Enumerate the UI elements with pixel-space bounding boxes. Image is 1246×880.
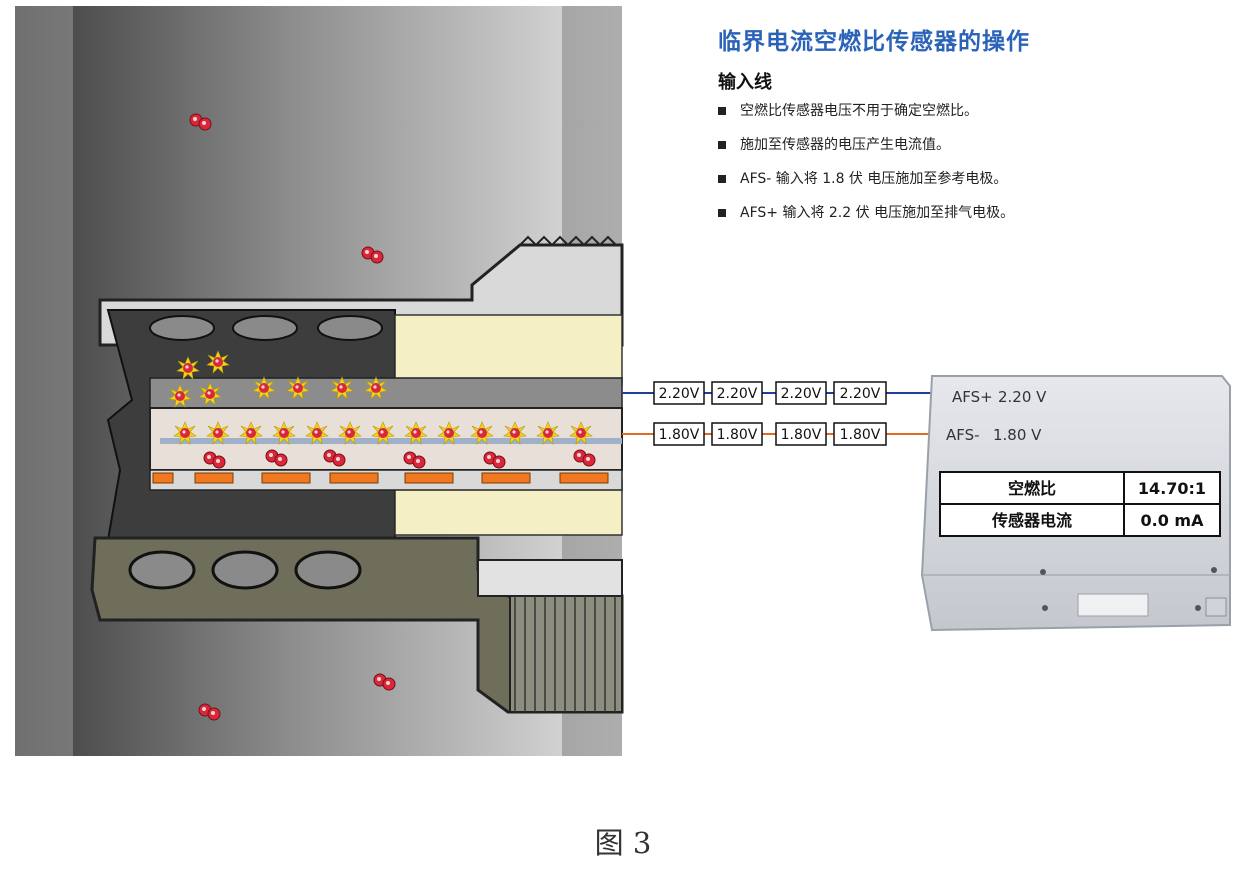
table-label-air-fuel-ratio: 空燃比 bbox=[1008, 479, 1056, 498]
bullet-square-icon bbox=[718, 107, 726, 115]
bullet-square-icon bbox=[718, 175, 726, 183]
voltage-box-label: 1.80V bbox=[717, 427, 758, 443]
table-value-air-fuel-ratio: 14.70:1 bbox=[1138, 479, 1206, 498]
vent-hole bbox=[211, 550, 279, 590]
table-label-sensor-current: 传感器电流 bbox=[991, 511, 1072, 530]
heater-elements bbox=[152, 472, 609, 484]
bullet-square-icon bbox=[718, 141, 726, 149]
bullet-list: 空燃比传感器电压不用于确定空燃比。 施加至传感器的电压产生电流值。 AFS- 输… bbox=[718, 100, 1014, 236]
voltage-box-label: 1.80V bbox=[840, 427, 881, 443]
figure-caption: 图 3 bbox=[594, 826, 652, 860]
diffusion-layer bbox=[149, 377, 623, 409]
thread-lower bbox=[509, 595, 623, 713]
vent-hole bbox=[149, 315, 215, 341]
insulator-upper bbox=[394, 314, 623, 386]
bullet-item: 施加至传感器的电压产生电流值。 bbox=[718, 134, 1014, 168]
ecu-data-table bbox=[939, 471, 1221, 537]
bullet-square-icon bbox=[718, 209, 726, 217]
bullet-text: 施加至传感器的电压产生电流值。 bbox=[740, 137, 950, 153]
table-value-sensor-current: 0.0 mA bbox=[1141, 511, 1205, 530]
voltage-box-label: 2.20V bbox=[659, 386, 700, 402]
pipe-wall-left bbox=[15, 6, 73, 756]
thread-upper bbox=[519, 235, 617, 247]
voltage-box-label: 1.80V bbox=[659, 427, 700, 443]
voltage-box-label: 2.20V bbox=[840, 386, 881, 402]
bullet-text: 空燃比传感器电压不用于确定空燃比。 bbox=[740, 103, 978, 119]
bullet-item: AFS+ 输入将 2.2 伏 电压施加至排气电极。 bbox=[718, 202, 1014, 236]
afs-plus-voltage-boxes: 2.20V 2.20V 2.20V 2.20V bbox=[653, 381, 887, 405]
afs-plus-label: AFS+ bbox=[952, 388, 993, 406]
bullet-text: AFS+ 输入将 2.2 伏 电压施加至排气电极。 bbox=[740, 205, 1015, 221]
voltage-box-label: 1.80V bbox=[781, 427, 822, 443]
hex-nut bbox=[477, 559, 623, 597]
electrode-layer bbox=[160, 438, 622, 444]
bullet-item: 空燃比传感器电压不用于确定空燃比。 bbox=[718, 100, 1014, 134]
vent-hole bbox=[317, 315, 383, 341]
voltage-box-label: 2.20V bbox=[781, 386, 822, 402]
afs-plus-value: 2.20 V bbox=[998, 388, 1047, 406]
afs-minus-voltage-boxes: 1.80V 1.80V 1.80V 1.80V bbox=[653, 422, 887, 446]
vent-hole bbox=[232, 315, 298, 341]
vent-hole bbox=[294, 550, 362, 590]
bullet-item: AFS- 输入将 1.8 伏 电压施加至参考电极。 bbox=[718, 168, 1014, 202]
afs-minus-label: AFS- bbox=[946, 426, 980, 444]
bullet-text: AFS- 输入将 1.8 伏 电压施加至参考电极。 bbox=[740, 171, 1008, 187]
afs-minus-value: 1.80 V bbox=[993, 426, 1042, 444]
section-subtitle: 输入线 bbox=[718, 72, 772, 93]
vent-hole bbox=[128, 550, 196, 590]
page-title: 临界电流空燃比传感器的操作 bbox=[718, 29, 1030, 55]
voltage-box-label: 2.20V bbox=[717, 386, 758, 402]
